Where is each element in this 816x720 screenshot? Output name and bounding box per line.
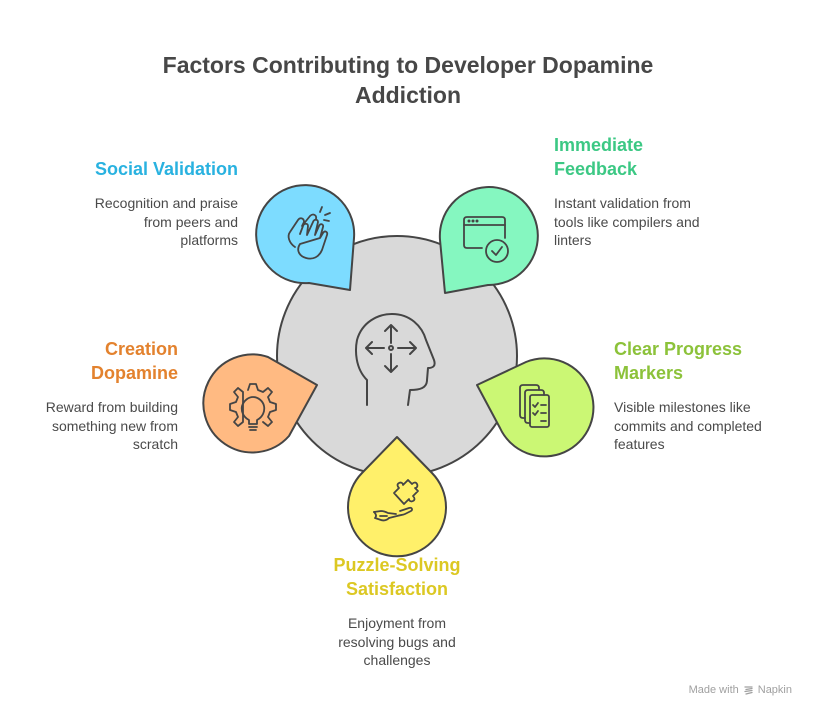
heading-line: Immediate	[554, 135, 644, 155]
napkin-brand: Napkin	[757, 684, 792, 696]
puzzle-solving-satisfaction-description: Enjoyment from resolving bugs and challe…	[297, 614, 497, 670]
description-line: linters	[554, 232, 592, 248]
browser-check-icon	[463, 216, 509, 263]
immediate-feedback-teardrop	[438, 186, 539, 294]
head-with-arrows-icon	[355, 313, 436, 406]
immediate-feedback-heading: Immediate Feedback	[554, 133, 774, 181]
description-line: scratch	[132, 436, 178, 452]
title-line-2: Addiction	[354, 82, 462, 108]
heading-line: Social Validation	[94, 159, 238, 179]
social-validation-heading: Social Validation	[38, 157, 238, 181]
description-line: Instant validation from	[554, 195, 691, 211]
clear-progress-markers-node	[476, 357, 595, 458]
napkin-attribution[interactable]: Made with Napkin	[689, 684, 792, 696]
description-line: challenges	[363, 652, 431, 668]
social-validation-node	[255, 184, 356, 291]
heading-line: Markers	[614, 363, 684, 383]
description-line: platforms	[180, 232, 238, 248]
description-line: commits and completed	[614, 417, 762, 434]
clear-progress-markers-description: Visible milestones like commits and comp…	[614, 398, 814, 454]
description-line: tools like compilers and	[554, 213, 700, 230]
creation-dopamine-node	[202, 353, 318, 454]
title-line-1: Factors Contributing to Developer Dopami…	[162, 52, 654, 78]
immediate-feedback-description: Instant validation from tools like compi…	[554, 194, 774, 250]
creation-dopamine-teardrop	[202, 353, 318, 454]
heading-line: Clear Progress	[614, 339, 743, 359]
puzzle-solving-satisfaction-node	[347, 436, 447, 558]
puzzle-hand-icon	[373, 479, 419, 522]
napkin-logo-icon	[744, 685, 753, 695]
description-line: Recognition and praise	[94, 195, 238, 211]
heading-line: Satisfaction	[345, 579, 449, 599]
description-line: resolving bugs and	[338, 633, 456, 650]
creation-dopamine-description: Reward from building something new from …	[8, 398, 178, 454]
description-line: Visible milestones like	[614, 399, 751, 415]
heading-line: Dopamine	[90, 363, 178, 383]
page-title: Factors Contributing to Developer Dopami…	[0, 50, 816, 110]
description-line: features	[614, 436, 665, 452]
description-line: Enjoyment from	[347, 615, 447, 631]
social-validation-teardrop	[255, 184, 356, 291]
clapping-hands-icon	[287, 206, 331, 260]
social-validation-description: Recognition and praise from peers and pl…	[38, 194, 238, 250]
gear-lightbulb-icon	[229, 383, 277, 431]
heading-line: Puzzle-Solving	[333, 555, 461, 575]
checklist-documents-icon	[519, 384, 550, 428]
clear-progress-markers-heading: Clear Progress Markers	[614, 337, 814, 385]
description-line: Reward from building	[45, 399, 178, 415]
immediate-feedback-node	[438, 186, 539, 294]
description-line: something new from	[51, 417, 178, 434]
creation-dopamine-heading: Creation Dopamine	[18, 337, 178, 385]
made-with-label: Made with	[688, 684, 739, 696]
heading-line: Feedback	[554, 159, 638, 179]
heading-line: Creation	[104, 339, 178, 359]
description-line: from peers and	[143, 213, 238, 230]
puzzle-solving-satisfaction-heading: Puzzle-Solving Satisfaction	[297, 553, 497, 601]
